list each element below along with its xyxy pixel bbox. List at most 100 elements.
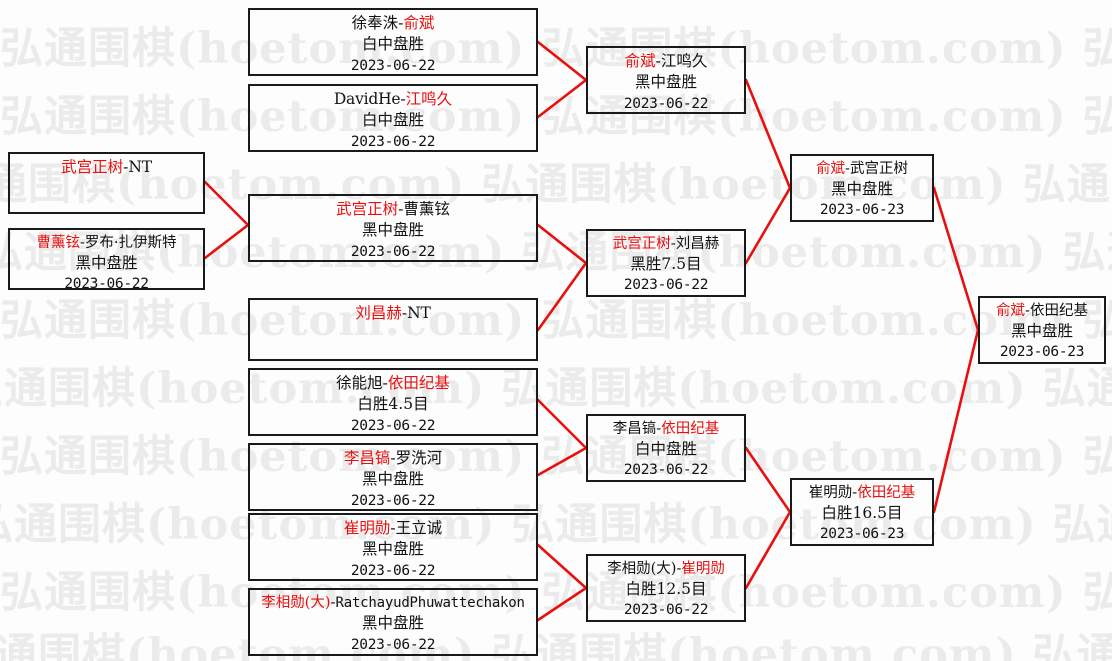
player-right: 江鸣久	[405, 90, 453, 108]
match-box[interactable]: 徐奉洙-俞斌 白中盘胜 2023-06-22	[248, 8, 538, 76]
match-result: 黑中盘胜	[75, 254, 138, 272]
match-result: 白中盘胜	[361, 35, 424, 54]
match-pairing: 崔明勋-王立诚	[343, 519, 443, 537]
match-box-final[interactable]: 俞斌-依田纪基 黑中盘胜 2023-06-23	[978, 296, 1106, 364]
match-date: 2023-06-22	[350, 417, 436, 434]
connector-line	[744, 510, 792, 590]
watermark-text: 弘通围棋(hoetom.com) 弘通围棋(hoetom.com) 弘通围棋(h…	[0, 24, 1112, 74]
match-pairing: 徐奉洙-俞斌	[351, 14, 435, 32]
player-left: 武宫正树	[61, 158, 124, 176]
match-pairing: 刘昌赫-NT	[355, 304, 431, 322]
match-pairing: 武宫正树-NT	[61, 158, 152, 176]
match-box[interactable]: 李昌镐-罗洗河 黑中盘胜 2023-06-22	[248, 443, 538, 511]
match-date: 2023-06-22	[350, 57, 436, 74]
watermark-text: 弘通围棋(hoetom.com) 弘通围棋(hoetom.com) 弘通围棋(h…	[0, 432, 1112, 482]
match-date: 2023-06-22	[623, 277, 709, 294]
player-right: 王立诚	[395, 519, 443, 537]
player-right: NT	[407, 304, 431, 322]
connector-line	[932, 186, 980, 332]
player-left: 武宫正树	[612, 236, 671, 252]
player-right: 刘昌赫	[675, 236, 720, 252]
player-left: 刘昌赫	[355, 304, 402, 322]
match-box[interactable]: 崔明勋-王立诚 黑中盘胜 2023-06-22	[248, 513, 538, 581]
connector-line	[932, 328, 980, 514]
player-left: 李昌镐	[612, 421, 657, 437]
match-date: 2023-06-23	[999, 344, 1085, 361]
match-box[interactable]: 徐能旭-依田纪基 白胜4.5目 2023-06-22	[248, 368, 538, 436]
watermark-text: 弘通围棋(hoetom.com) 弘通围棋(hoetom.com) 弘通围棋(h…	[0, 500, 1112, 550]
match-date: 2023-06-22	[623, 462, 709, 479]
match-box[interactable]: 刘昌赫-NT	[248, 298, 538, 361]
connector-line	[744, 78, 792, 190]
match-box[interactable]: 崔明勋-依田纪基 白胜16.5目 2023-06-23	[790, 478, 934, 546]
match-box[interactable]: 俞斌-江鸣久 黑中盘胜 2023-06-22	[586, 46, 746, 114]
match-pairing: 俞斌-武宫正树	[816, 161, 908, 177]
player-right: NT	[128, 158, 152, 176]
player-right: 罗洗河	[395, 449, 443, 467]
match-pairing: 俞斌-江鸣久	[624, 52, 708, 70]
match-result: 白胜16.5目	[821, 504, 903, 522]
watermark-text: 弘通围棋(hoetom.com) 弘通围棋(hoetom.com) 弘通围棋(h…	[0, 630, 1112, 661]
connector-line	[536, 446, 588, 477]
player-right: 武宫正树	[849, 161, 908, 177]
player-right: 江鸣久	[660, 52, 708, 70]
match-pairing: 徐能旭-依田纪基	[336, 374, 450, 392]
connector-line	[536, 543, 588, 590]
match-box[interactable]: 曹薰铉-罗布·扎伊斯特 黑中盘胜 2023-06-22	[8, 228, 205, 292]
match-pairing: 李昌镐-依田纪基	[612, 421, 720, 437]
match-result: 黑中盘胜	[361, 221, 424, 240]
match-date: 2023-06-22	[350, 636, 436, 653]
player-right: 曹薰铉	[403, 200, 450, 218]
connector-line	[536, 586, 588, 622]
player-left: 徐奉洙	[351, 14, 399, 32]
match-box[interactable]: 武宫正树-NT	[8, 152, 205, 214]
watermark-text: 弘通围棋(hoetom.com) 弘通围棋(hoetom.com) 弘通围棋(h…	[0, 364, 1112, 414]
match-pairing: 李相勋(大)-崔明勋	[607, 561, 725, 577]
match-result: 黑中盘胜	[1010, 322, 1073, 340]
connector-line	[203, 223, 250, 260]
match-box[interactable]: 李昌镐-依田纪基 白中盘胜 2023-06-22	[586, 414, 746, 482]
match-date: 2023-06-22	[350, 492, 436, 509]
match-box[interactable]: 李相勋(大)-崔明勋 白胜12.5目 2023-06-22	[586, 554, 746, 622]
watermark-text: 弘通围棋(hoetom.com) 弘通围棋(hoetom.com) 弘通围棋(h…	[0, 92, 1112, 142]
match-date: 2023-06-23	[819, 202, 905, 219]
connector-line	[536, 223, 588, 265]
match-pairing: 武宫正树-曹薰铉	[336, 200, 450, 218]
match-result: 黑中盘胜	[361, 540, 424, 559]
connector-line	[536, 261, 588, 332]
player-right: 依田纪基	[661, 421, 720, 437]
match-date: 2023-06-23	[819, 526, 905, 543]
match-box[interactable]: DavidHe-江鸣久 白中盘胜 2023-06-22	[248, 84, 538, 152]
match-pairing: 李昌镐-罗洗河	[343, 449, 443, 467]
player-left: DavidHe	[333, 90, 401, 108]
player-right: 崔明勋	[681, 561, 725, 577]
match-result: 白中盘胜	[634, 440, 697, 458]
match-date: 2023-06-22	[623, 95, 709, 112]
match-box[interactable]: 李相勋(大)-RatchayudPhuwattechakon 黑中盘胜 2023…	[248, 588, 538, 656]
match-date: 2023-06-22	[64, 276, 149, 293]
match-date: 2023-06-22	[623, 602, 709, 619]
player-right: 俞斌	[403, 14, 435, 32]
player-left: 俞斌	[816, 161, 846, 177]
match-result: 白中盘胜	[361, 111, 424, 130]
match-result: 黑中盘胜	[361, 614, 424, 633]
match-pairing: 俞斌-依田纪基	[996, 303, 1088, 319]
player-left: 徐能旭	[336, 374, 383, 392]
player-left: 崔明勋	[808, 485, 853, 501]
player-left: 崔明勋	[343, 519, 391, 537]
match-box[interactable]: 俞斌-武宫正树 黑中盘胜 2023-06-23	[790, 154, 934, 222]
match-box[interactable]: 武宫正树-刘昌赫 黑胜7.5目 2023-06-22	[586, 229, 746, 297]
watermark-text: 弘通围棋(hoetom.com) 弘通围棋(hoetom.com) 弘通围棋(h…	[0, 296, 1112, 346]
connector-line	[744, 446, 792, 514]
match-pairing: DavidHe-江鸣久	[333, 90, 453, 108]
match-result: 黑中盘胜	[634, 73, 697, 92]
player-left: 李相勋(大)	[261, 595, 331, 611]
match-pairing: 曹薰铉-罗布·扎伊斯特	[36, 235, 177, 251]
player-right: RatchayudPhuwattechakon	[335, 595, 525, 611]
player-left: 俞斌	[624, 52, 656, 70]
match-box[interactable]: 武宫正树-曹薰铉 黑中盘胜 2023-06-22	[248, 194, 538, 262]
match-date: 2023-06-22	[350, 243, 436, 260]
